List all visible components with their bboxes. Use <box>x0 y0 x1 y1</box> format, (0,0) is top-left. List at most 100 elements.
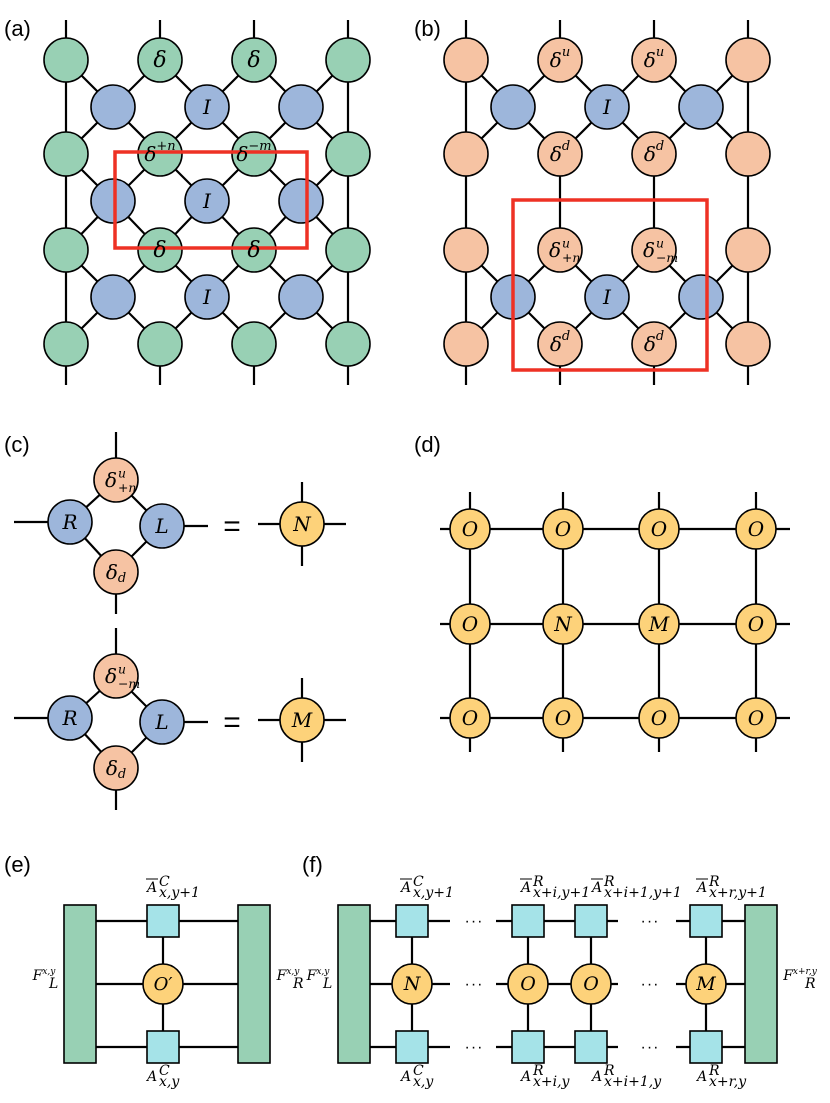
c-bottom-label-L: L <box>154 710 168 734</box>
green-delta-node <box>325 131 371 177</box>
panel-label-a: (a) <box>4 16 31 41</box>
label-delta-plus-n: δ+n <box>144 139 175 167</box>
f-label-top-0-sub: x,y+1 <box>413 885 454 901</box>
c-bottom-out-node <box>279 697 325 743</box>
f-label-FR: Fx+r,y <box>782 967 818 984</box>
green-delta-node <box>325 37 371 83</box>
blue-identity-node <box>90 274 136 320</box>
f-label-bottom-1-sup: R <box>532 1063 544 1079</box>
nodes-layer <box>43 37 778 1064</box>
peach-delta-node <box>537 227 583 273</box>
label-delta-u-minus-m-sup: u <box>656 236 664 251</box>
c-top-label-delta-d: δd <box>106 560 126 586</box>
f-label-top-3: A <box>695 880 707 896</box>
peach-delta-node <box>537 131 583 177</box>
e-bottom-mps-tensor <box>146 1030 180 1064</box>
green-delta-node <box>43 131 89 177</box>
green-delta-node <box>137 321 183 367</box>
label-O: O <box>462 517 478 541</box>
c-top-label-delta-u-base: δ <box>105 468 117 492</box>
f-label-top-3-sup: R <box>708 874 720 890</box>
highlight-box-b <box>511 198 709 372</box>
c-top-label-delta-u-sub: +n <box>118 480 136 495</box>
f-label-O: O <box>520 973 536 995</box>
O-tensor-node <box>735 697 777 739</box>
blue-identity-node <box>678 274 724 320</box>
green-delta-node <box>231 37 277 83</box>
e-label-FR-sub: R <box>292 976 304 992</box>
label-delta-ud: δd <box>550 329 570 357</box>
ellipsis-dots: ··· <box>641 1039 660 1056</box>
e-right-environment <box>237 904 271 1064</box>
label-O: O <box>462 706 478 730</box>
f-label-bottom-3-sub: x+r,y <box>709 1074 747 1090</box>
label-delta-u-minus-m-sub: −m <box>656 250 678 265</box>
label-delta-u-minus-m-base: δ <box>643 238 655 262</box>
f-top-mps-tensor <box>511 904 545 938</box>
f-label-top-0: A <box>399 880 411 896</box>
f-label-FL-sub: L <box>322 976 332 992</box>
c-bottom-R-node <box>47 695 93 741</box>
label-delta-ud: δd <box>550 139 570 167</box>
c-top-label-L: L <box>154 514 168 538</box>
e-top-mps-tensor <box>146 904 180 938</box>
f-label-top-1-sup: R <box>532 874 544 890</box>
f-label-bottom-0-sub: x,y <box>413 1074 434 1090</box>
c-top-L-node <box>139 503 185 549</box>
green-delta-node <box>231 227 277 273</box>
peach-delta-node <box>443 37 489 83</box>
peach-delta-node <box>631 321 677 367</box>
f-label-top-2: A <box>590 880 602 896</box>
blue-identity-node <box>184 178 230 224</box>
blue-identity-node <box>90 178 136 224</box>
e-label-A: A <box>145 1069 157 1085</box>
e-label-FL: Fx,y <box>32 967 57 984</box>
green-delta-node <box>325 321 371 367</box>
peach-delta-node <box>631 227 677 273</box>
peach-delta-node <box>443 131 489 177</box>
f-operator-node <box>570 963 612 1005</box>
label-O: O <box>748 517 764 541</box>
f-label-top-3-sub: x+r,y+1 <box>709 885 767 901</box>
f-label-top-2-sub: x+i+1,y+1 <box>604 885 682 901</box>
label-delta: δ <box>247 48 260 73</box>
c-bottom-delta-u-node <box>93 653 139 699</box>
green-delta-node <box>43 37 89 83</box>
f-operator-node <box>391 963 433 1005</box>
blue-identity-node <box>278 84 324 130</box>
c-top-delta-d-node <box>93 549 139 595</box>
label-O: O <box>462 612 478 636</box>
panel-label-b: (b) <box>414 16 441 41</box>
f-label-M: M <box>695 973 716 995</box>
label-I: I <box>202 189 212 213</box>
label-I: I <box>202 285 212 309</box>
f-label-bottom-3-sup: R <box>708 1063 720 1079</box>
blue-identity-node <box>278 178 324 224</box>
label-O: O <box>555 706 571 730</box>
label-delta-ud: δd <box>644 329 664 357</box>
c-bottom-label-delta-u-sub: −m <box>118 676 140 691</box>
peach-delta-node <box>631 131 677 177</box>
green-delta-node <box>325 227 371 273</box>
f-label-bottom-2-sub: x+i+1,y <box>604 1074 662 1090</box>
label-delta-minus-m: δ−m <box>236 139 271 167</box>
f-label-bottom-1: A <box>519 1069 531 1085</box>
peach-delta-node <box>443 321 489 367</box>
label-delta-u-plus-n-base: δ <box>549 238 561 262</box>
green-delta-node <box>231 321 277 367</box>
blue-identity-node <box>584 274 630 320</box>
f-operator-node <box>507 963 549 1005</box>
O-tensor-node <box>449 697 491 739</box>
f-bottom-mps-tensor <box>511 1030 545 1064</box>
green-delta-node <box>43 227 89 273</box>
O-tensor-node <box>542 603 584 645</box>
f-label-N: N <box>403 973 422 995</box>
O-tensor-node <box>449 603 491 645</box>
peach-delta-node <box>725 37 771 83</box>
label-O: O <box>748 706 764 730</box>
O-tensor-node <box>735 508 777 550</box>
